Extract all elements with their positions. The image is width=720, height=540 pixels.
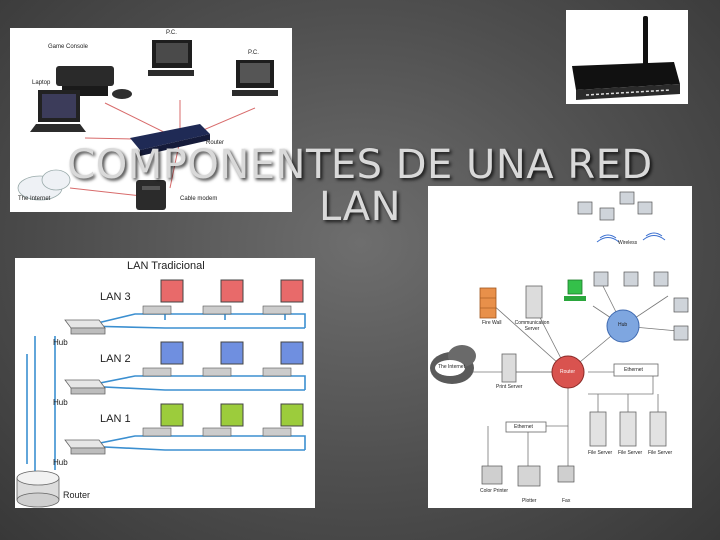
slide-title: COMPONENTES DE UNA RED LAN <box>40 144 680 228</box>
wireless-router-icon <box>572 16 680 100</box>
home-internet-cloud-icon <box>17 169 71 201</box>
game-console-icon <box>56 66 132 99</box>
label-game-console: Game Console <box>48 44 89 50</box>
label-internet: The Internet <box>18 196 51 202</box>
slide-title-line-1: COMPONENTES DE UNA RED <box>67 142 653 188</box>
label-enterprise-internet: The Internet <box>438 364 465 370</box>
label-pc-top: P.C. <box>166 30 177 36</box>
label-lan2: LAN 2 <box>100 353 131 365</box>
communication-server-icon <box>525 285 543 319</box>
firewall-icon <box>479 287 497 319</box>
label-fax: Fax <box>562 498 571 504</box>
home-network-diagram: P.C. Game Console P.C. Laptop Router The… <box>10 28 292 212</box>
hub-icons <box>64 319 106 455</box>
ethernet-bottom-box <box>505 421 547 433</box>
ethernet-right-box <box>613 363 659 377</box>
label-traditional-router: Router <box>63 490 91 500</box>
traditional-lan-diagram: LAN Tradicional LAN 3 LAN 2 LAN 1 Hub Hu… <box>15 258 315 508</box>
traditional-router-icon <box>16 470 60 508</box>
label-color-printer: Color Printer <box>480 488 509 494</box>
pc-right-icon <box>232 60 278 96</box>
cable-modem-icon <box>136 180 166 210</box>
home-router-icon <box>130 124 210 156</box>
plotter-icon <box>517 465 541 487</box>
enterprise-network-diagram: Wireless Fire Wall Communication Server … <box>428 186 692 508</box>
label-file-server-2: File Server <box>618 450 643 456</box>
enterprise-router-icon <box>551 355 585 389</box>
lan-cables <box>26 313 306 482</box>
pc-top-icon <box>148 40 194 76</box>
wireless-signal-icon <box>596 232 666 243</box>
fax-icon <box>557 465 575 483</box>
green-workstation-icon <box>564 279 586 301</box>
label-hub-3: Hub <box>53 458 68 467</box>
label-plotter: Plotter <box>522 498 537 504</box>
label-file-server-1: File Server <box>588 450 613 456</box>
lan1-workstation-icons <box>142 403 304 437</box>
label-lan3: LAN 3 <box>100 291 131 303</box>
home-network-graphic <box>17 40 278 210</box>
enterprise-internet-cloud-icon <box>430 345 476 384</box>
lan3-workstation-icons <box>142 279 304 315</box>
label-ethernet-bottom: Ethernet <box>514 424 533 430</box>
traditional-lan-title: LAN Tradicional <box>127 260 205 272</box>
file-server-icons <box>589 411 667 447</box>
label-router: Router <box>206 140 225 146</box>
wireless-router-photo <box>566 10 688 104</box>
label-pc-right: P.C. <box>248 50 259 56</box>
enterprise-hub-icon <box>606 309 640 343</box>
label-ethernet-right: Ethernet <box>624 367 643 373</box>
wireless-workstation-icons <box>577 191 653 221</box>
label-cable-modem: Cable modem <box>180 196 218 202</box>
laptop-icon <box>30 90 86 132</box>
label-comm-server: Communication Server <box>514 320 550 332</box>
label-enterprise-router: Router <box>560 369 576 375</box>
label-firewall: Fire Wall <box>482 320 502 326</box>
enterprise-network-graphic <box>430 191 689 487</box>
label-print-server: Print Server <box>496 384 523 390</box>
label-lan1: LAN 1 <box>100 413 131 425</box>
color-printer-icon <box>481 465 503 485</box>
label-wireless: Wireless <box>618 240 638 246</box>
hub-workstation-icons <box>593 271 689 341</box>
lan2-workstation-icons <box>142 341 304 377</box>
label-hub-2: Hub <box>53 398 68 407</box>
label-hub-1: Hub <box>53 338 68 347</box>
print-server-icon <box>501 353 517 383</box>
label-laptop: Laptop <box>32 80 51 86</box>
label-enterprise-hub: Hub <box>618 322 628 328</box>
label-file-server-3: File Server <box>648 450 673 456</box>
traditional-lan-graphic <box>16 279 306 508</box>
slide-title-line-2: LAN <box>319 184 401 230</box>
